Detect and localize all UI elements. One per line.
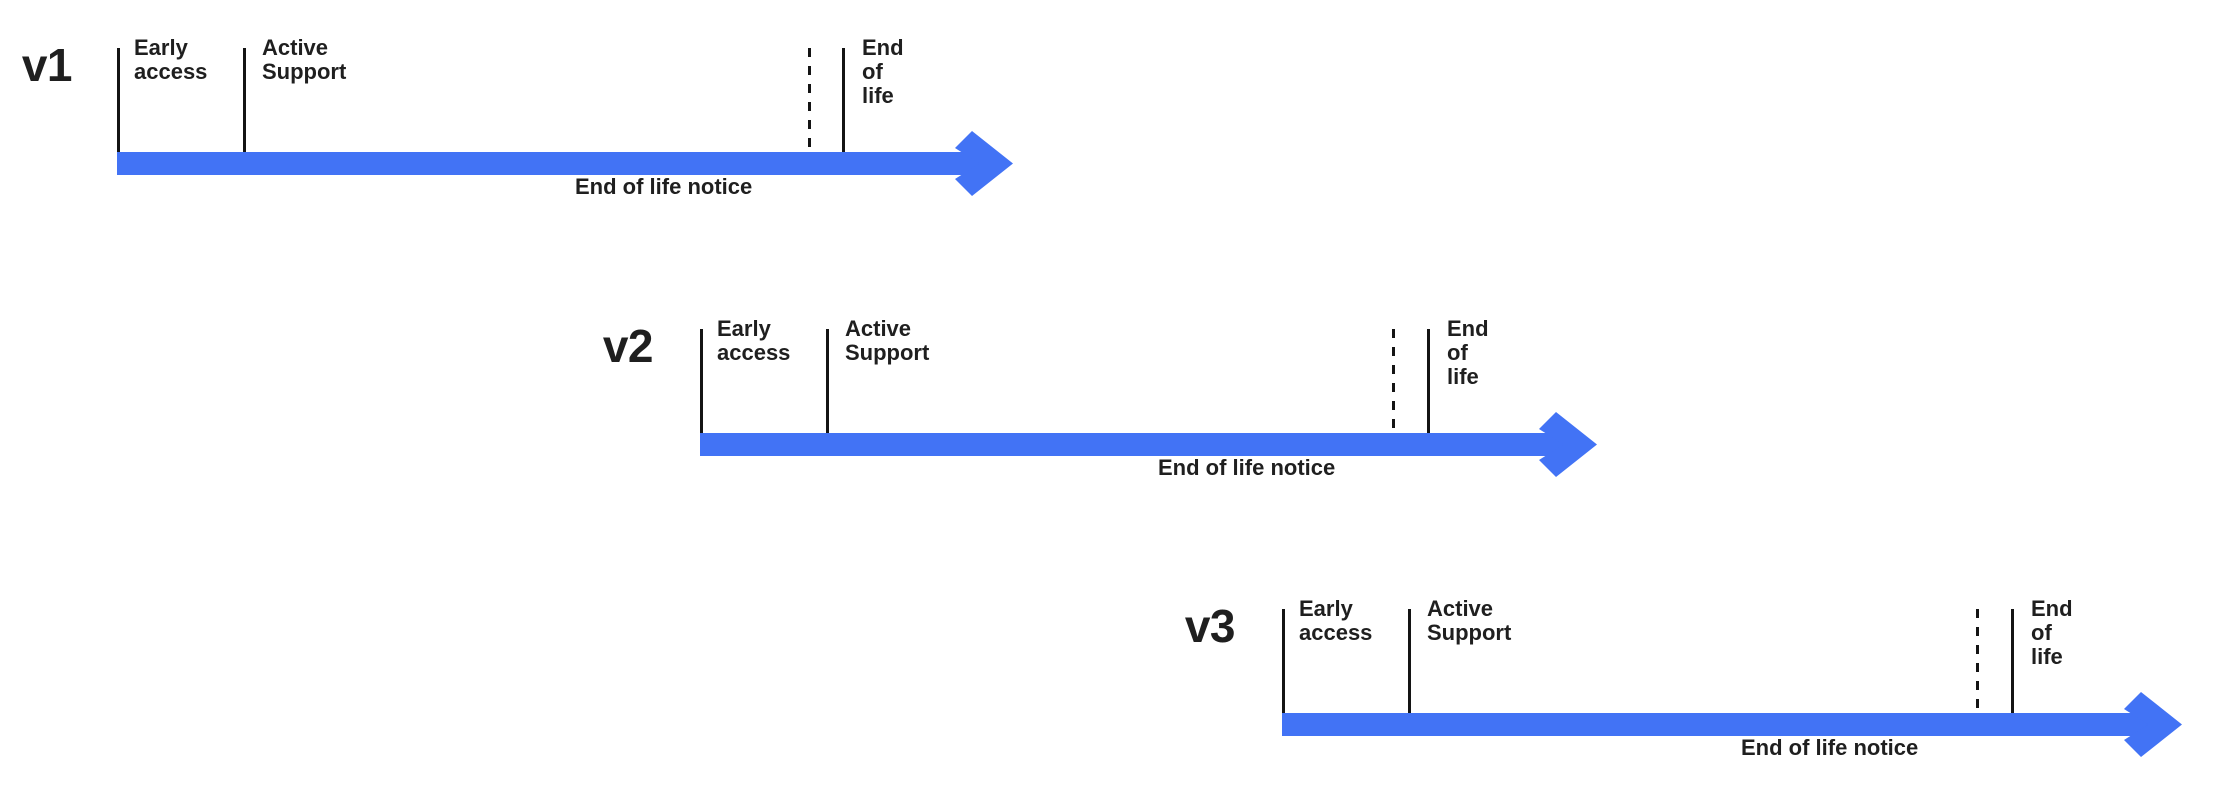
phase-divider-end-of-life-start-v3 <box>2011 609 2014 716</box>
phase-label-early-access-v2: Early access <box>717 316 791 365</box>
phase-label-end-of-life-v1: End of life <box>862 35 904 108</box>
notice-label-v2: End of life notice <box>1158 455 1336 480</box>
phase-divider-active-support-start-v2 <box>826 329 829 436</box>
phase-label-early-access-v3: Early access <box>1299 596 1373 645</box>
arrow-head-icon-v3 <box>2124 692 2182 757</box>
version-label-v2: v2 <box>602 320 654 372</box>
phase-divider-end-of-life-start-v1 <box>842 48 845 155</box>
phase-label-active-support-v3: Active Support <box>1427 596 1512 645</box>
end-of-life-notice-marker-v2 <box>1392 329 1395 436</box>
lifetime-bar-v2 <box>700 433 1565 456</box>
phase-divider-early-access-start-v2 <box>700 329 703 436</box>
phase-label-end-of-life-v3: End of life <box>2031 596 2073 669</box>
phase-divider-active-support-start-v1 <box>243 48 246 155</box>
end-of-life-notice-marker-v1 <box>808 48 811 155</box>
version-label-v1: v1 <box>21 39 73 91</box>
lifetime-bar-v1 <box>117 152 981 175</box>
phase-divider-early-access-start-v3 <box>1282 609 1285 716</box>
phase-divider-early-access-start-v1 <box>117 48 120 155</box>
lifetime-bar-v3 <box>1282 713 2150 736</box>
version-label-v3: v3 <box>1184 600 1236 652</box>
end-of-life-notice-marker-v3 <box>1976 609 1979 716</box>
phase-label-end-of-life-v2: End of life <box>1447 316 1489 389</box>
phase-label-active-support-v2: Active Support <box>845 316 930 365</box>
arrow-head-icon-v2 <box>1539 412 1597 477</box>
phase-label-early-access-v1: Early access <box>134 35 208 84</box>
notice-label-v3: End of life notice <box>1741 735 1919 760</box>
notice-label-v1: End of life notice <box>575 174 753 199</box>
arrow-head-icon-v1 <box>955 131 1013 196</box>
phase-divider-active-support-start-v3 <box>1408 609 1411 716</box>
phase-label-active-support-v1: Active Support <box>262 35 347 84</box>
phase-divider-end-of-life-start-v2 <box>1427 329 1430 436</box>
